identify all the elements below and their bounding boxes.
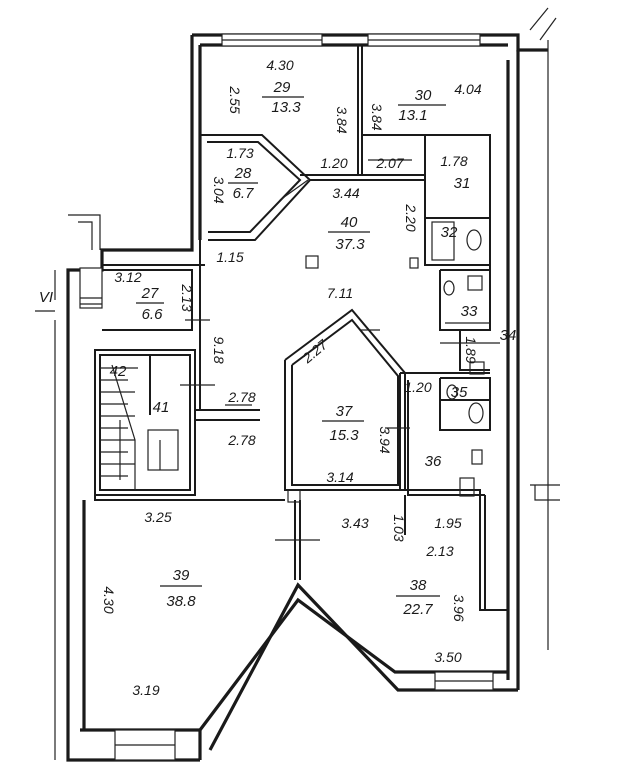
room-number: 37 <box>336 403 353 420</box>
dim-label: 2.13 <box>425 543 453 559</box>
room-number: 38 <box>410 577 427 594</box>
room-37-label: 37 15.3 <box>322 403 364 444</box>
dim-label: 4.30 <box>101 586 117 613</box>
dim-label: 1.15 <box>216 249 243 265</box>
room-number: 40 <box>341 214 358 231</box>
dim-label: 3.12 <box>114 269 141 285</box>
dim-label: 1.20 <box>320 155 347 171</box>
dim-label: 1.20 <box>404 379 431 395</box>
room-area: 6.6 <box>142 306 164 323</box>
room-number: 28 <box>234 165 252 182</box>
room-area: 38.8 <box>166 593 196 610</box>
entry-label: VI <box>39 289 53 306</box>
room-28-label: 28 6.7 <box>228 165 258 202</box>
dim-label: 4.04 <box>454 81 481 97</box>
dim-label: 1.89 <box>463 336 479 363</box>
room-number: 29 <box>273 79 291 96</box>
dim-label: 3.04 <box>211 176 227 203</box>
dim-label: 3.84 <box>334 106 350 133</box>
dim-label: 2.78 <box>227 389 255 405</box>
room-area: 13.3 <box>271 99 301 116</box>
dim-label: 2.07 <box>375 155 404 171</box>
room-34-label: 34 <box>500 327 517 344</box>
room-32-label: 32 <box>441 224 458 241</box>
room-38-label: 38 22.7 <box>396 577 440 618</box>
room-labels: 29 13.3 30 13.1 28 6.7 40 37.3 27 6.6 37… <box>39 79 516 618</box>
room-36-label: 36 <box>425 453 442 470</box>
door-marks <box>35 159 500 541</box>
outer-walls <box>54 7 560 762</box>
room-41-label: 41 <box>153 399 170 416</box>
room-number: 27 <box>141 285 159 302</box>
room-number: 39 <box>173 567 190 584</box>
dim-label: 3.84 <box>369 103 385 130</box>
room-31-label: 31 <box>454 175 471 192</box>
room-area: 37.3 <box>335 236 365 253</box>
dim-label: 3.19 <box>132 682 159 698</box>
dim-label: 2.13 <box>179 283 195 311</box>
dimension-labels: 4.30 2.55 3.84 3.84 4.04 1.73 3.04 1.20 … <box>101 57 482 698</box>
room-35-label: 35 <box>451 384 468 401</box>
dim-label: 2.20 <box>403 203 419 231</box>
dim-label: 3.94 <box>377 426 393 453</box>
dim-label: 3.44 <box>332 185 359 201</box>
dim-label: 3.43 <box>341 515 368 531</box>
room-area: 22.7 <box>402 601 433 618</box>
dim-label: 2.78 <box>227 432 255 448</box>
dim-label: 1.78 <box>440 153 467 169</box>
dim-label: 2.55 <box>227 85 243 113</box>
room-39-label: 39 38.8 <box>160 567 202 610</box>
room-area: 13.1 <box>398 107 427 124</box>
dim-label: 9.18 <box>211 336 227 363</box>
dim-label: 1.95 <box>434 515 461 531</box>
dim-label: 3.14 <box>326 469 353 485</box>
windows <box>79 33 494 761</box>
room-33-label: 33 <box>461 303 478 320</box>
dim-label: 1.03 <box>391 514 407 541</box>
dim-label: 7.11 <box>327 285 353 301</box>
room-29-label: 29 13.3 <box>262 79 304 116</box>
room-area: 6.7 <box>233 185 255 202</box>
room-42-label: 42 <box>110 363 127 380</box>
room-30-label: 30 13.1 <box>398 87 446 124</box>
interior-walls <box>94 45 508 611</box>
dim-label: 3.96 <box>451 594 467 621</box>
staircase <box>100 364 161 490</box>
fixtures <box>305 229 485 497</box>
dim-label: 3.50 <box>434 649 461 665</box>
room-area: 15.3 <box>329 427 359 444</box>
dim-label: 3.25 <box>144 509 171 525</box>
dim-label: 1.73 <box>226 145 253 161</box>
room-number: 30 <box>415 87 432 104</box>
room-27-label: 27 6.6 <box>136 285 164 323</box>
dim-label: 4.30 <box>266 57 293 73</box>
room-40-label: 40 37.3 <box>328 214 370 253</box>
